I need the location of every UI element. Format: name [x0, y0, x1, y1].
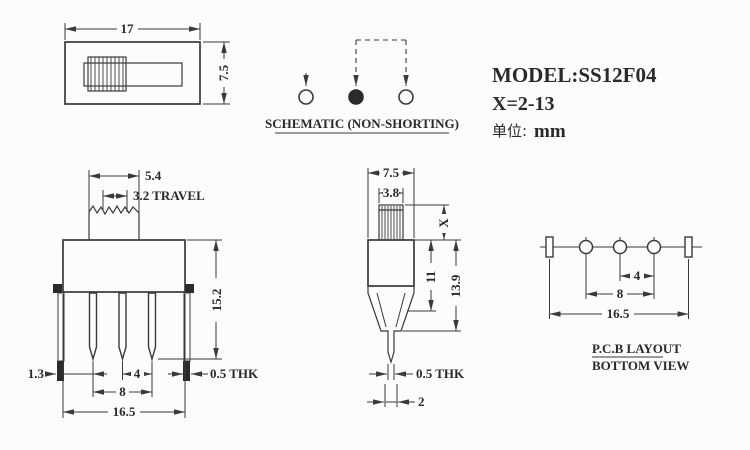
- front-view-right-corner-tab: [185, 284, 194, 293]
- front-view-left-leg-end: [57, 361, 64, 381]
- front-thickness-dimension: 0.5 THK: [168, 366, 259, 381]
- top-view-slot: [83, 62, 183, 87]
- pcb-caption-line1: P.C.B LAYOUT: [592, 341, 681, 356]
- title-block: MODEL:SS12F04 X=2-13 单位: mm: [492, 63, 657, 142]
- front-view-pin-2: [118, 292, 127, 362]
- pcb-span-dimension: 8: [586, 286, 654, 301]
- front-knob-width-dim-label: 5.4: [145, 168, 162, 183]
- front-view-left-corner-tab: [53, 284, 62, 293]
- top-view: 17 7.5: [64, 21, 231, 105]
- pcb-span-dim-label: 8: [617, 286, 624, 301]
- side-body-height-dim-label: 11: [423, 271, 438, 283]
- unit-value: mm: [534, 121, 566, 142]
- top-view-width-dimension: 17: [64, 21, 201, 40]
- front-view-pin-3: [147, 292, 157, 362]
- front-thickness-dim-label: 0.5 THK: [210, 366, 259, 381]
- front-view-body-outline: [62, 239, 186, 293]
- front-total-width-dimension: 16.5: [63, 404, 185, 419]
- side-width-dim-label: 7.5: [383, 165, 400, 180]
- unit-label: 单位:: [492, 122, 527, 140]
- side-total-height-dim-label: 13.9: [448, 274, 463, 297]
- side-knob-height-dim-label: X: [436, 218, 451, 228]
- pcb-pitch-dim-label: 4: [634, 268, 641, 283]
- side-knob-height-dimension: X: [405, 204, 451, 240]
- pcb-caption: P.C.B LAYOUT BOTTOM VIEW: [592, 341, 689, 373]
- front-travel-dimension: 3.2 TRAVEL: [102, 188, 205, 212]
- side-total-height-dimension: 13.9: [402, 239, 463, 332]
- pcb-hole-1: [578, 237, 594, 257]
- x-range: X=2-13: [492, 93, 555, 115]
- schematic-caption: SCHEMATIC (NON-SHORTING): [265, 116, 459, 131]
- front-knob-width-dimension: 5.4: [88, 168, 162, 213]
- front-pin-span-dimension: 8: [93, 384, 152, 399]
- top-view-height-dim-label: 7.5: [216, 64, 231, 81]
- pcb-layout-view: 4 8 16.5 P.C.B LAYOUT BOTTOM VIEW: [540, 236, 702, 373]
- top-view-knob: [87, 56, 127, 92]
- front-pin-pitch-dim-label: 4: [134, 366, 141, 381]
- side-knob-width-dimension: 3.8: [378, 185, 404, 203]
- front-height-dimension: 15.2: [158, 239, 224, 360]
- front-pin-pitch-dimension: 4: [122, 366, 152, 381]
- pcb-pitch-dimension: 4: [620, 268, 654, 283]
- pcb-slot-left: [545, 236, 554, 258]
- terminal-common-filled: [348, 89, 364, 105]
- side-view-body-outline: [367, 239, 415, 287]
- side-thickness-dim-label: 0.5 THK: [416, 366, 465, 381]
- front-height-dim-label: 15.2: [209, 289, 224, 312]
- front-travel-dim-label: 3.2 TRAVEL: [133, 188, 205, 203]
- front-total-width-dim-label: 16.5: [113, 404, 136, 419]
- side-pin-width-dim-label: 2: [418, 394, 425, 409]
- pcb-slot-right: [684, 236, 693, 258]
- top-view-height-dimension: 7.5: [203, 41, 231, 105]
- front-pin-span-dim-label: 8: [119, 384, 126, 399]
- pcb-hole-2: [612, 237, 628, 257]
- side-view-inner-line-left: [376, 292, 387, 328]
- side-thickness-dimension: 0.5 THK: [369, 364, 465, 381]
- side-view-inner-line-right: [395, 292, 406, 328]
- front-bottom-extension-lines: [62, 294, 186, 418]
- front-view: 5.4 3.2 TRAVEL 15.2: [28, 168, 259, 419]
- pcb-width-dimension: 16.5: [549, 306, 689, 321]
- side-body-height-dimension: 11: [407, 240, 438, 312]
- side-view-lower-body: [367, 286, 415, 365]
- top-view-body-outline: [64, 41, 201, 105]
- side-view: 7.5 3.8 X 11 13.9: [367, 165, 465, 409]
- side-knob-width-dim-label: 3.8: [383, 185, 400, 200]
- front-edge-offset-dim-label: 1.3: [28, 366, 45, 381]
- side-view-knob: [378, 204, 404, 241]
- terminal-open-right: [398, 89, 414, 105]
- pcb-width-dim-label: 16.5: [607, 306, 630, 321]
- side-width-dimension: 7.5: [367, 165, 415, 238]
- front-view-pin-1: [88, 292, 98, 362]
- terminal-open-left: [298, 89, 314, 105]
- front-view-right-leg-end: [183, 361, 190, 381]
- schematic-view: SCHEMATIC (NON-SHORTING): [265, 39, 459, 134]
- pcb-hole-3: [646, 237, 662, 257]
- pcb-caption-line2: BOTTOM VIEW: [592, 358, 689, 373]
- front-view-knob: [88, 204, 140, 240]
- front-edge-offset-dimension: 1.3: [28, 366, 107, 381]
- model-number: MODEL:SS12F04: [492, 63, 657, 87]
- side-pin-width-dimension: 2: [367, 384, 425, 409]
- top-view-width-dim-label: 17: [121, 21, 135, 36]
